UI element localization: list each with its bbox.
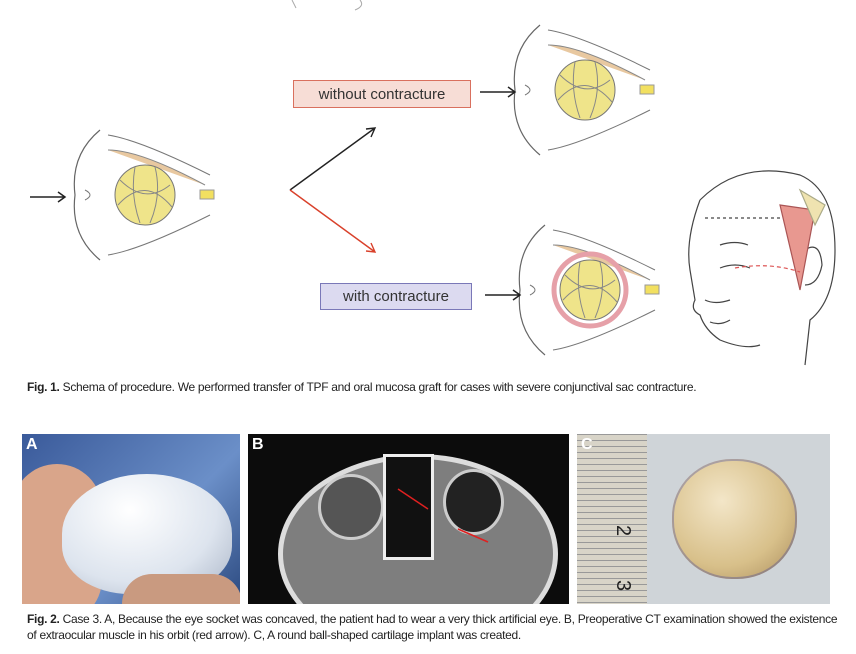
arrow-input <box>30 191 67 203</box>
ruler-mark-2: 2 <box>612 524 635 537</box>
left-orbit <box>318 474 384 540</box>
figure2-caption-label: Fig. 2. <box>27 612 60 626</box>
figure1-caption-text: Schema of procedure. We performed transf… <box>59 380 697 394</box>
panel-label-a: A <box>26 436 38 453</box>
label-with-contracture: with contracture <box>320 283 472 310</box>
eye-illustration-without-contracture <box>513 24 655 156</box>
eye-illustration-with-contracture <box>518 224 660 356</box>
photo-a-artificial-eye: A <box>22 434 240 604</box>
ruler-mark-3: 3 <box>612 579 635 592</box>
top-sketch-fragment <box>291 0 363 11</box>
red-arrow-2 <box>457 528 489 543</box>
head-illustration <box>688 170 836 366</box>
arrow-without <box>289 127 377 191</box>
figure1-caption: Fig. 1. Schema of procedure. We performe… <box>27 380 847 394</box>
figure2-caption: Fig. 2. Case 3. A, Because the eye socke… <box>27 611 842 643</box>
finger-bottom <box>122 574 240 604</box>
photo-c-cartilage-implant: 2 3 C <box>577 434 830 604</box>
nasal-cavity <box>383 454 434 560</box>
right-orbit <box>443 469 504 535</box>
cartilage-ball <box>672 459 797 579</box>
figure2-caption-text: Case 3. A, Because the eye socket was co… <box>27 612 838 642</box>
label-without-contracture: without contracture <box>293 80 471 108</box>
ruler <box>577 434 647 604</box>
photo-b-ct-scan: B <box>248 434 569 604</box>
arrow-without-right <box>480 86 517 98</box>
figure1-caption-label: Fig. 1. <box>27 380 60 394</box>
panel-label-b: B <box>252 436 264 453</box>
procedure-schema <box>30 0 836 366</box>
arrow-with-right <box>485 289 522 301</box>
panel-label-c: C <box>581 436 593 453</box>
arrow-with <box>289 189 377 253</box>
red-arrow-1 <box>397 488 429 510</box>
eye-illustration-initial <box>73 129 215 261</box>
